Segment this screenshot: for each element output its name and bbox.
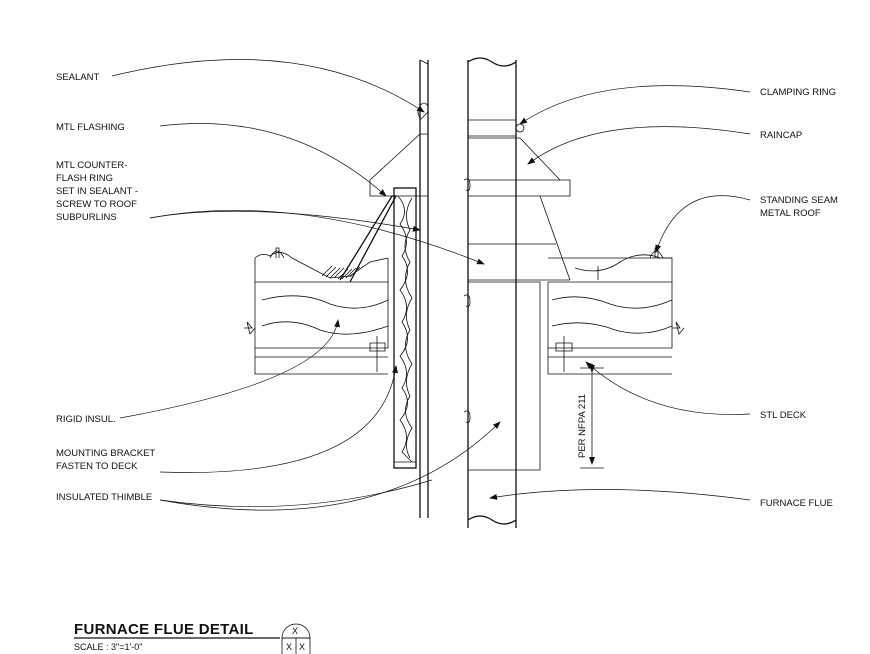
label-mounting-bracket-2: FASTEN TO DECK (56, 461, 138, 472)
right-labels: CLAMPING RING RAINCAP STANDING SEAM META… (760, 87, 838, 509)
bubble-top: X (292, 626, 298, 636)
label-rigid-insul: RIGID INSUL. (56, 414, 116, 425)
dimension-note: PER NFPA 211 (577, 394, 588, 458)
label-counter-flash-1: MTL COUNTER- (56, 160, 127, 171)
drawing-scale: SCALE : 3"=1'-0" (74, 642, 142, 652)
title-block: FURNACE FLUE DETAIL SCALE : 3"=1'-0" X X… (74, 621, 311, 654)
bubble-bottom-left: X (286, 642, 292, 652)
label-mounting-bracket-1: MOUNTING BRACKET (56, 448, 155, 459)
flashing-assembly (321, 102, 429, 283)
label-counter-flash-2: FLASH RING (56, 173, 113, 184)
raincap (468, 137, 571, 281)
drawing-title: FURNACE FLUE DETAIL (74, 621, 254, 638)
leaders-left (111, 59, 501, 511)
label-furnace-flue: FURNACE FLUE (760, 498, 833, 509)
outer-sleeve (419, 59, 429, 518)
nfpa-dimension: PER NFPA 211 (577, 365, 604, 469)
label-raincap: RAINCAP (760, 130, 802, 141)
label-insulated-thimble: INSULATED THIMBLE (56, 492, 152, 503)
roof-assembly (244, 247, 685, 375)
furnace-flue-pipe (463, 57, 525, 528)
label-counter-flash-5: SUBPURLINS (56, 212, 117, 223)
leaders-right (489, 85, 751, 501)
label-standing-seam-2: METAL ROOF (760, 208, 821, 219)
mounting-collar (468, 281, 541, 471)
label-clamping-ring: CLAMPING RING (760, 87, 836, 98)
insulated-thimble (393, 187, 417, 469)
label-sealant: SEALANT (56, 72, 99, 83)
detail-bubble (281, 623, 311, 639)
left-labels: SEALANT MTL FLASHING MTL COUNTER- FLASH … (56, 72, 155, 503)
label-mtl-flashing: MTL FLASHING (56, 122, 125, 133)
bubble-bottom-right: X (299, 642, 305, 652)
label-stl-deck: STL DECK (760, 410, 807, 421)
label-counter-flash-4: SCREW TO ROOF (56, 199, 137, 210)
label-counter-flash-3: SET IN SEALANT - (56, 186, 138, 197)
label-standing-seam-1: STANDING SEAM (760, 195, 838, 206)
